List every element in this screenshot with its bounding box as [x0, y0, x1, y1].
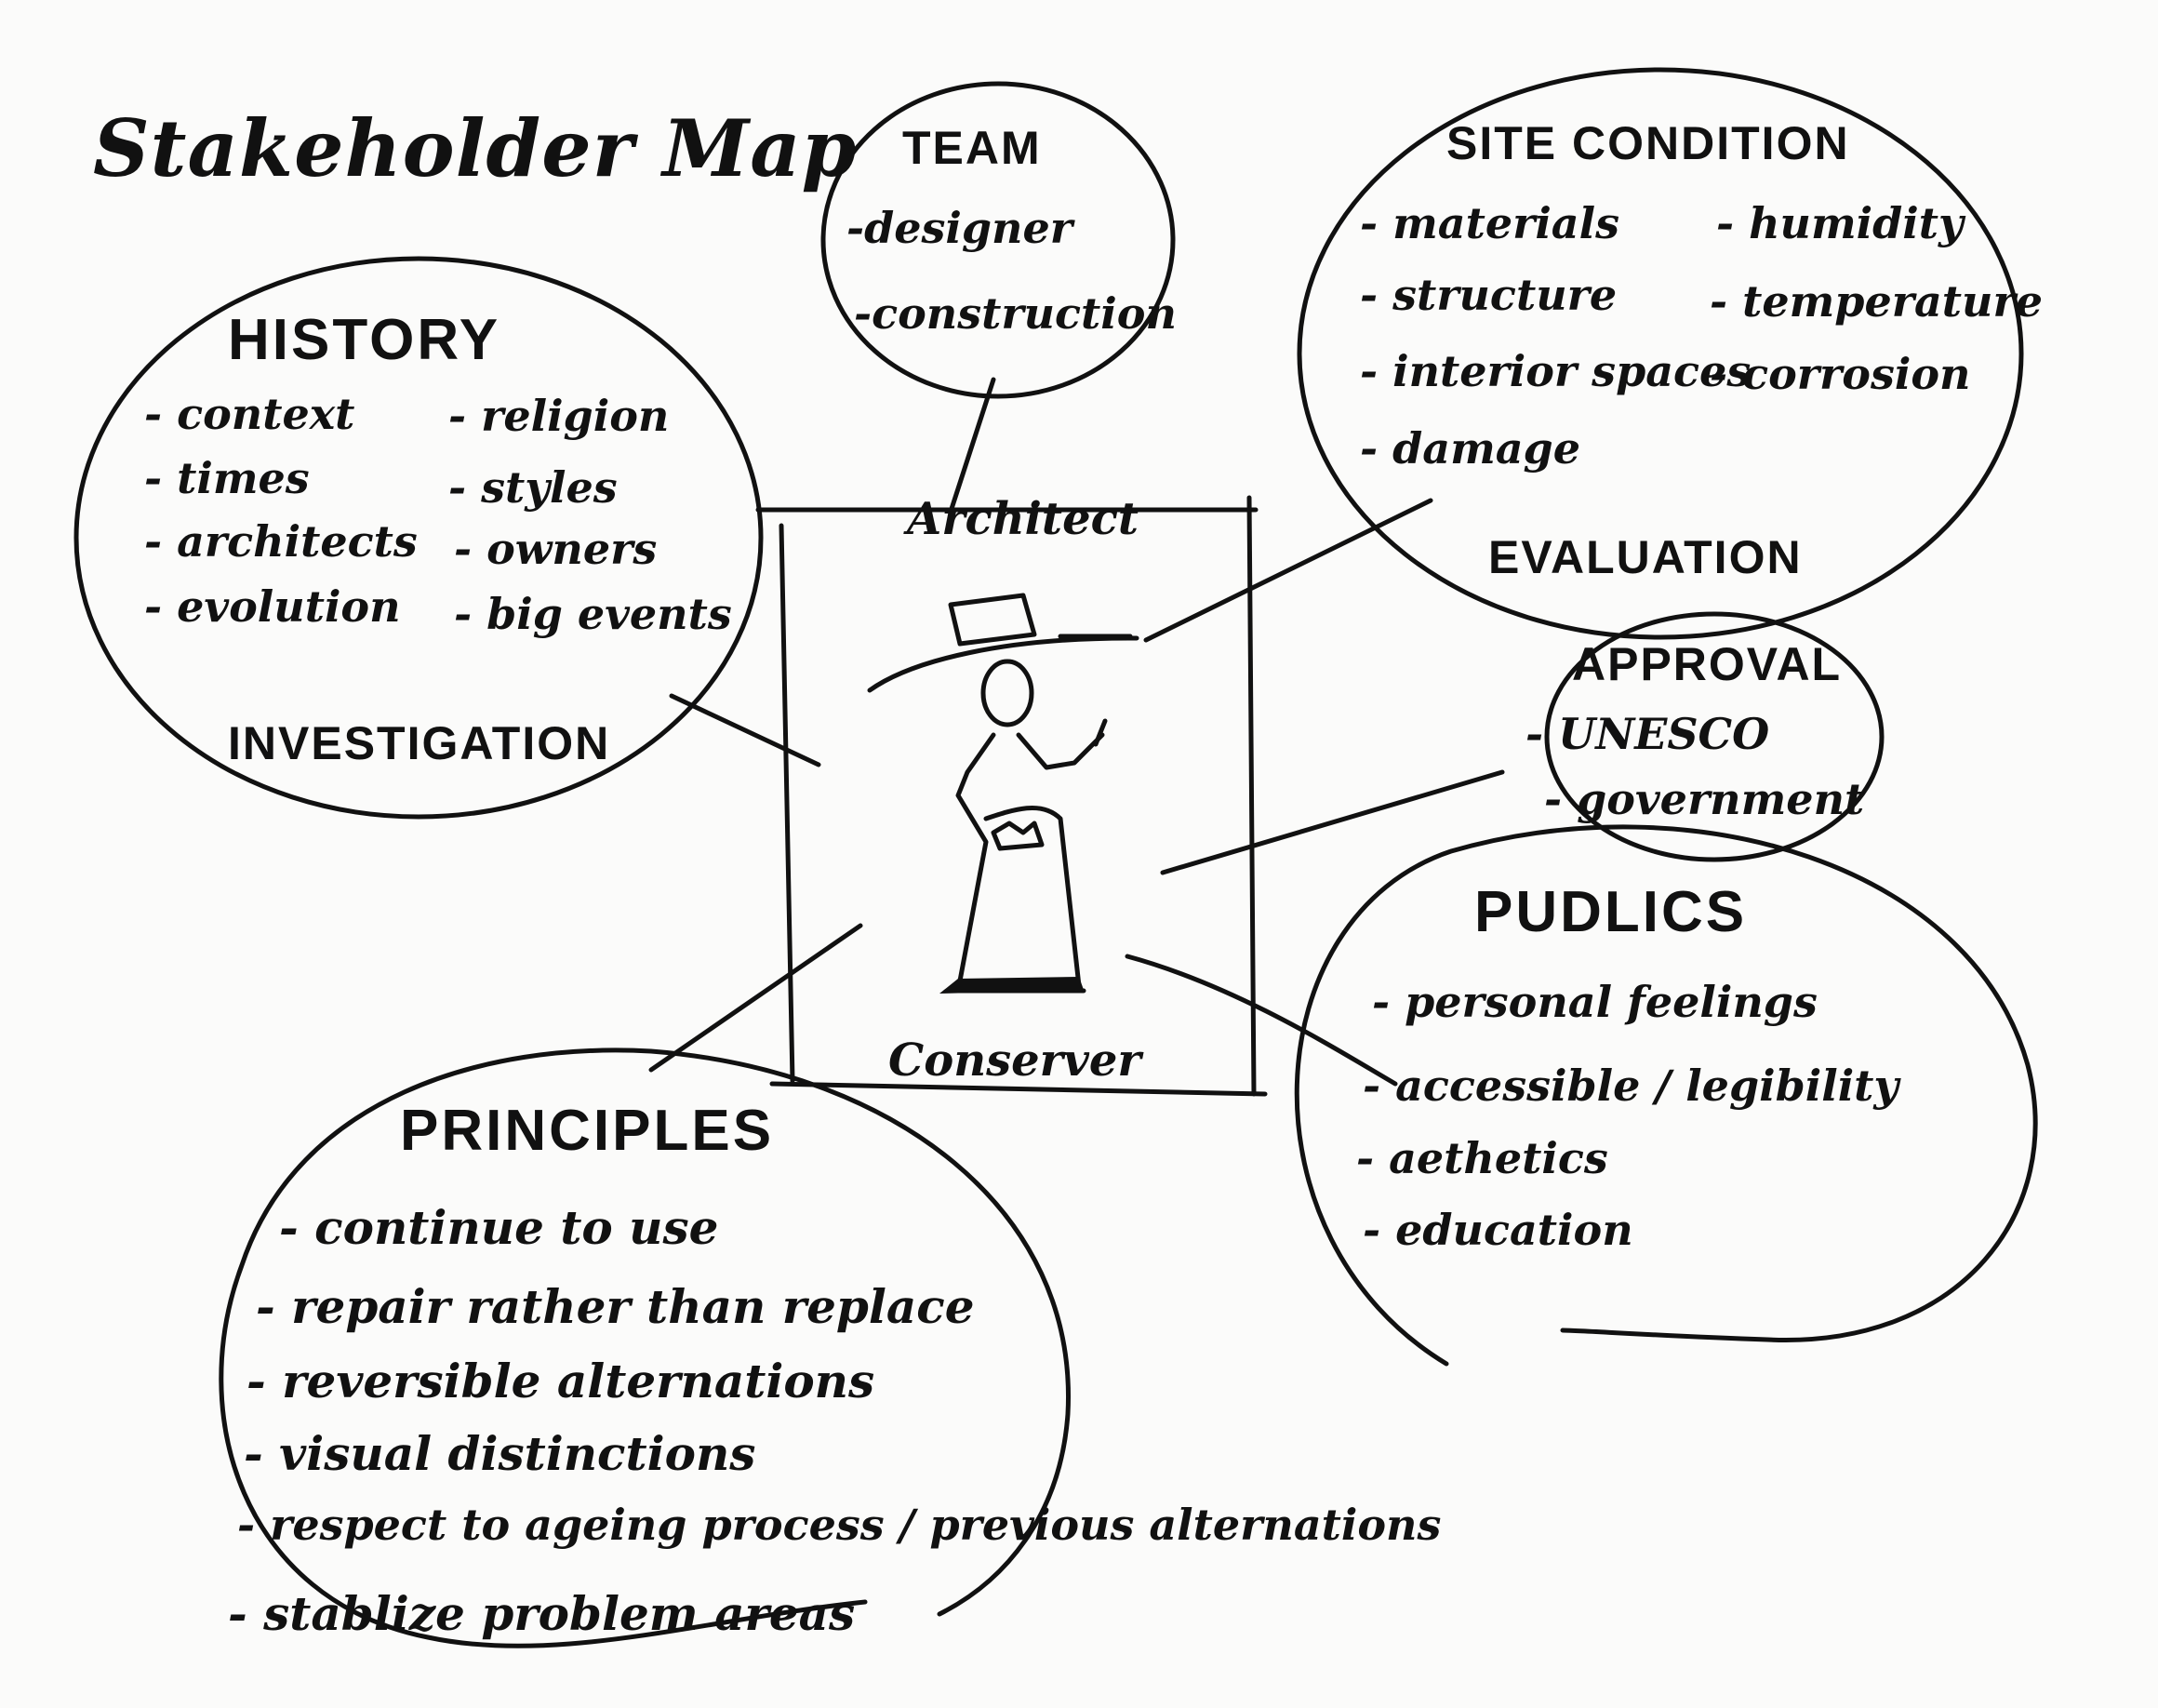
history-item: - religion — [448, 391, 670, 441]
principles-heading: PRINCIPLES — [400, 1099, 775, 1163]
history-heading: HISTORY — [228, 308, 501, 372]
conservator-figure — [867, 593, 1139, 994]
principles-bubble — [219, 1047, 1071, 1648]
connector-history — [669, 693, 821, 767]
principles-item: - continue to use — [279, 1200, 719, 1255]
site-item: - temperature — [1710, 276, 2043, 327]
role-architect: Architect — [907, 493, 1139, 545]
publics-bubble — [1294, 824, 2038, 1367]
principles-item: - stablize problem areas — [228, 1586, 856, 1641]
history-footer: INVESTIGATION — [228, 717, 611, 769]
connector-approval — [1160, 769, 1505, 875]
history-item: - evolution — [144, 581, 401, 632]
team-heading: TEAM — [902, 122, 1042, 174]
publics-item: - accessible / legibility — [1363, 1061, 1899, 1111]
connector-team — [948, 377, 996, 514]
approval-item: - government — [1544, 774, 1865, 824]
history-item: - times — [144, 453, 310, 503]
site-item: - materials — [1360, 198, 1619, 248]
frame-bottom — [769, 1081, 1268, 1097]
site-item: - structure — [1360, 270, 1618, 320]
principles-item: - repair rather than replace — [256, 1279, 975, 1334]
team-bubble — [820, 81, 1176, 399]
publics-heading: PUDLICS — [1474, 880, 1748, 944]
connector-publics — [1125, 954, 1398, 1087]
site-item: - interior spaces — [1360, 346, 1752, 396]
publics-item: - education — [1363, 1205, 1633, 1255]
role-conserver: Conserver — [888, 1034, 1141, 1087]
site-item: - damage — [1360, 423, 1580, 474]
publics-item: - aethetics — [1356, 1133, 1608, 1183]
connector-site — [1143, 498, 1433, 643]
site-item: - humidity — [1716, 198, 1964, 248]
approval-heading: APPROVAL — [1572, 638, 1843, 690]
site-condition-bubble — [1297, 67, 2024, 640]
site-heading: SITE CONDITION — [1446, 117, 1850, 169]
team-item: -construction — [854, 288, 1177, 339]
approval-bubble — [1544, 611, 1885, 862]
connector-principles — [648, 923, 863, 1073]
history-item: - big events — [454, 589, 732, 639]
history-bubble — [73, 256, 764, 820]
history-item: - context — [144, 389, 355, 439]
history-item: - styles — [448, 462, 618, 513]
principles-item: - reversible alternations — [246, 1354, 875, 1408]
frame-left — [779, 523, 795, 1084]
principles-item: - visual distinctions — [244, 1426, 756, 1481]
team-item: -designer — [846, 203, 1073, 253]
principles-item: - respect to ageing process / previous a… — [237, 1500, 1442, 1550]
approval-item: - UNESCO — [1525, 709, 1770, 759]
history-item: - architects — [144, 516, 418, 567]
map-title: Stakeholder Map — [93, 102, 858, 194]
site-footer: EVALUATION — [1488, 531, 1803, 583]
history-item: - owners — [454, 524, 658, 574]
site-item: - corrosion — [1710, 349, 1971, 399]
frame-right — [1246, 495, 1257, 1097]
publics-item: - personal feelings — [1372, 977, 1818, 1027]
